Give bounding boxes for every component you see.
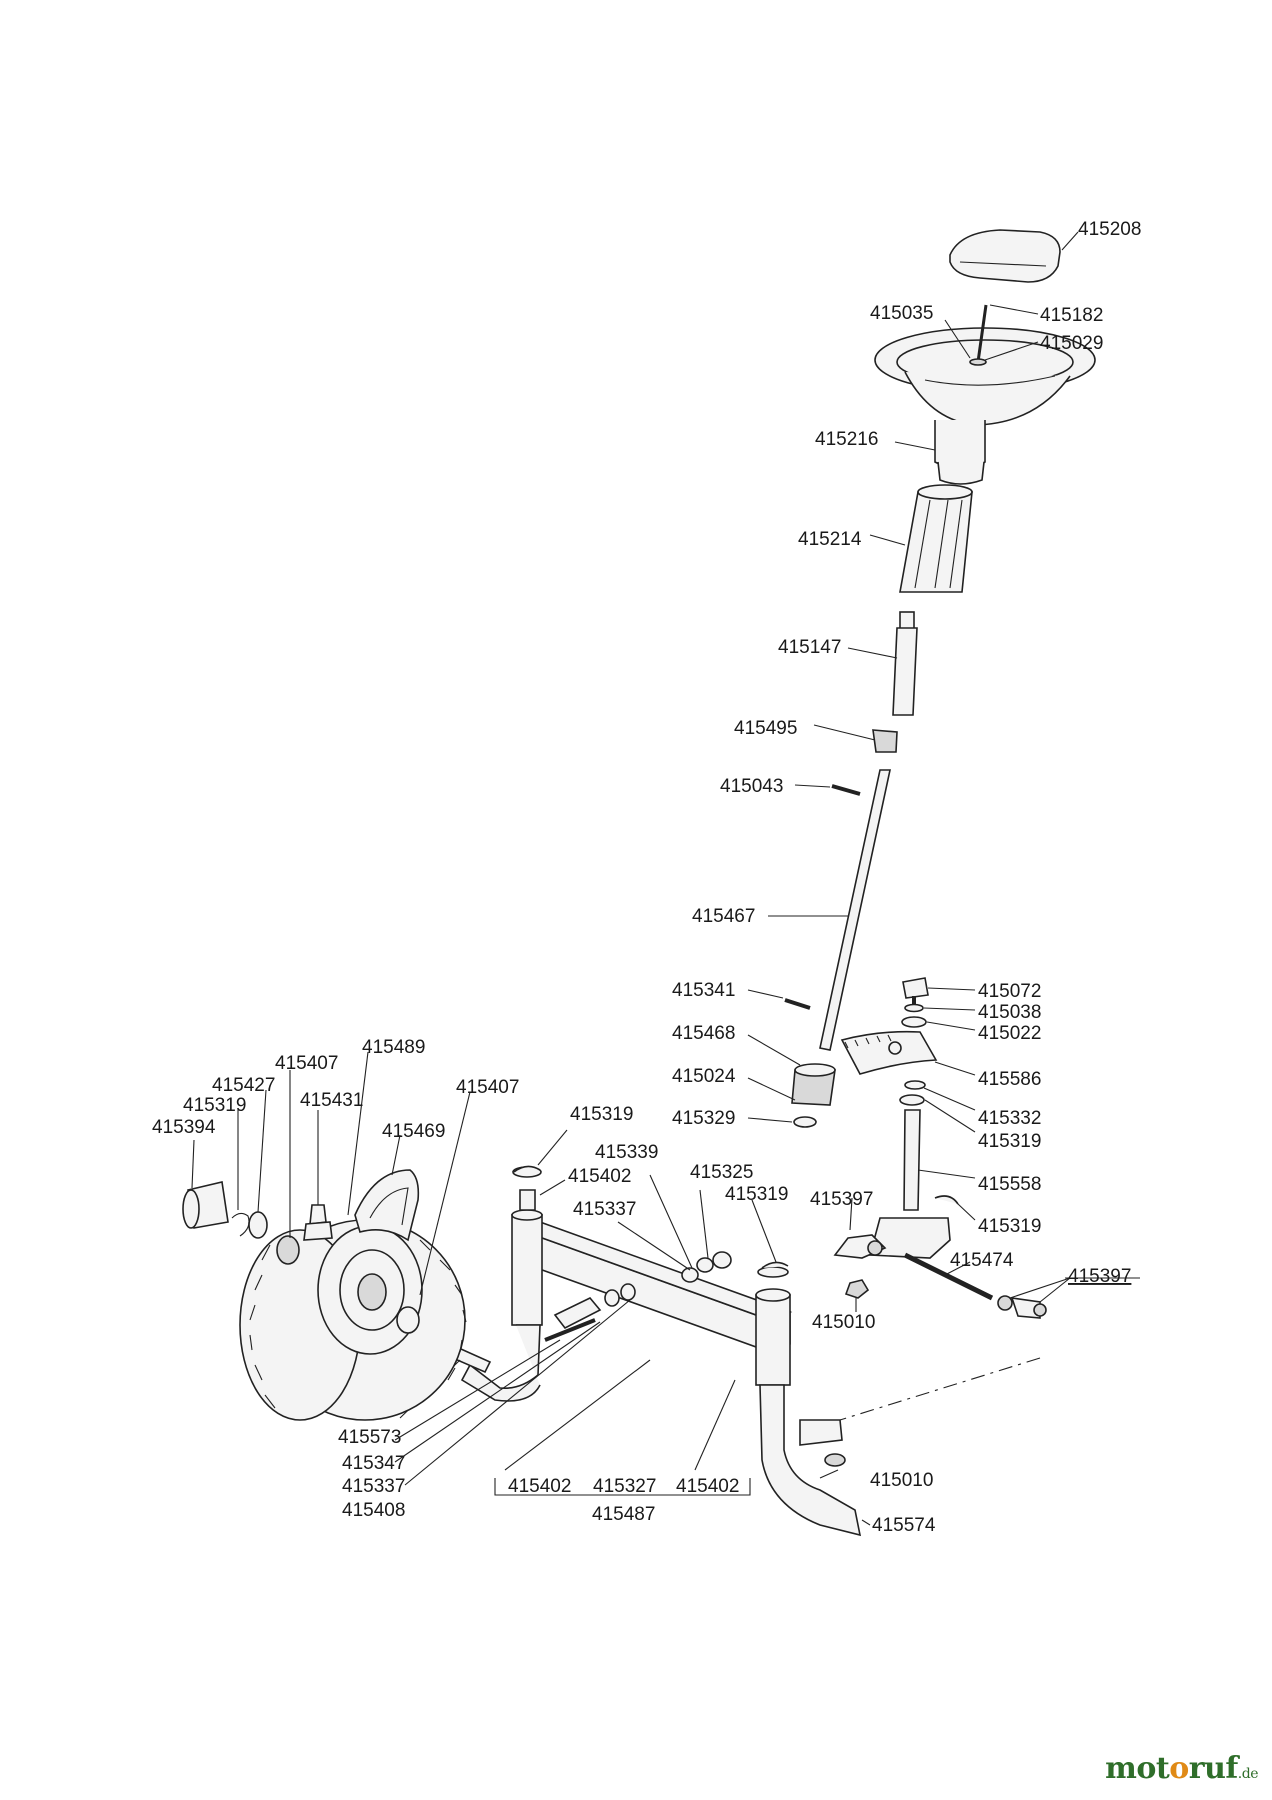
label-415319-steer2: 415319 bbox=[978, 1216, 1041, 1237]
label-415319-wheel: 415319 bbox=[183, 1095, 246, 1116]
label-415337-upper: 415337 bbox=[573, 1199, 636, 1220]
label-415216: 415216 bbox=[815, 429, 878, 450]
steering-post bbox=[868, 1080, 976, 1259]
label-415408: 415408 bbox=[342, 1500, 405, 1521]
label-415469: 415469 bbox=[382, 1121, 445, 1142]
label-415431: 415431 bbox=[300, 1090, 363, 1111]
nut-upper bbox=[844, 1279, 870, 1312]
tie-rod bbox=[833, 1197, 1140, 1319]
wheel-bearing-parts bbox=[182, 1181, 333, 1265]
label-415558: 415558 bbox=[978, 1174, 1041, 1195]
label-415427: 415427 bbox=[212, 1075, 275, 1096]
label-415147: 415147 bbox=[778, 637, 841, 658]
label-415487: 415487 bbox=[592, 1504, 655, 1525]
label-415035: 415035 bbox=[870, 303, 933, 324]
pivot-clip-right bbox=[751, 1199, 789, 1269]
axle-washers-upper bbox=[617, 1174, 732, 1283]
wheel-guard bbox=[354, 1169, 420, 1242]
label-415325: 415325 bbox=[690, 1162, 753, 1183]
pinion-washer bbox=[747, 1116, 817, 1128]
sector-gear bbox=[840, 1030, 938, 1075]
label-415024: 415024 bbox=[672, 1066, 736, 1087]
steering-shaft-upper bbox=[847, 611, 918, 716]
steering-sleeve bbox=[869, 484, 973, 593]
shaft-coupler bbox=[813, 724, 898, 753]
label-415402-lower-b: 415402 bbox=[676, 1476, 739, 1497]
bolt-bracket-left bbox=[394, 1283, 636, 1486]
label-415468: 415468 bbox=[672, 1023, 735, 1044]
label-415319-axle2: 415319 bbox=[725, 1184, 788, 1205]
wheel-lead-lines bbox=[191, 1051, 471, 1296]
axle-lead-lines bbox=[494, 1359, 871, 1526]
label-415182: 415182 bbox=[1040, 305, 1103, 326]
pinion-gear bbox=[747, 1034, 836, 1106]
label-415394: 415394 bbox=[152, 1117, 216, 1138]
label-415214: 415214 bbox=[798, 529, 862, 550]
pivot-clip-left bbox=[513, 1129, 568, 1196]
label-415208: 415208 bbox=[1078, 219, 1141, 240]
label-415341: 415341 bbox=[672, 980, 735, 1001]
label-415319-axle: 415319 bbox=[570, 1104, 633, 1125]
label-415022: 415022 bbox=[978, 1023, 1041, 1044]
pin-lower bbox=[747, 989, 811, 1010]
label-415329: 415329 bbox=[672, 1108, 735, 1129]
label-415573: 415573 bbox=[338, 1427, 401, 1448]
label-415332: 415332 bbox=[978, 1108, 1041, 1129]
label-415010-lower: 415010 bbox=[870, 1470, 933, 1491]
label-415574: 415574 bbox=[872, 1515, 936, 1536]
label-415495: 415495 bbox=[734, 718, 797, 739]
steering-shaft-long bbox=[768, 769, 891, 1051]
post-clip bbox=[934, 1195, 976, 1221]
label-415347: 415347 bbox=[342, 1453, 405, 1474]
pin-upper bbox=[794, 784, 861, 796]
label-415402-lower-a: 415402 bbox=[508, 1476, 571, 1497]
label-415397-left: 415397 bbox=[810, 1189, 873, 1210]
label-415397-right: 415397 bbox=[1068, 1266, 1131, 1287]
axle-pivot-right bbox=[755, 1266, 862, 1537]
label-415337-lower: 415337 bbox=[342, 1476, 405, 1497]
label-415489: 415489 bbox=[362, 1037, 425, 1058]
label-415402-upper: 415402 bbox=[568, 1166, 631, 1187]
label-415467: 415467 bbox=[692, 906, 755, 927]
steering-hub bbox=[894, 420, 986, 485]
label-415038: 415038 bbox=[978, 1002, 1041, 1023]
steering-cap bbox=[949, 229, 1079, 283]
wheel-rim bbox=[317, 1225, 423, 1355]
label-415407-b: 415407 bbox=[456, 1077, 519, 1098]
link-dash bbox=[839, 1357, 1041, 1421]
label-415072: 415072 bbox=[978, 981, 1041, 1002]
label-415407-a: 415407 bbox=[275, 1053, 338, 1074]
label-415010-upper: 415010 bbox=[812, 1312, 875, 1333]
motoruf-logo: motoruf.de bbox=[1105, 1751, 1258, 1786]
label-415327: 415327 bbox=[593, 1476, 656, 1497]
label-415043: 415043 bbox=[720, 776, 783, 797]
label-415474: 415474 bbox=[950, 1250, 1014, 1271]
label-415586: 415586 bbox=[978, 1069, 1041, 1090]
sector-washers bbox=[901, 1003, 976, 1076]
label-415029: 415029 bbox=[1040, 333, 1103, 354]
steering-wheel bbox=[874, 304, 1096, 426]
label-415339: 415339 bbox=[595, 1142, 658, 1163]
label-415319-steer: 415319 bbox=[978, 1131, 1041, 1152]
